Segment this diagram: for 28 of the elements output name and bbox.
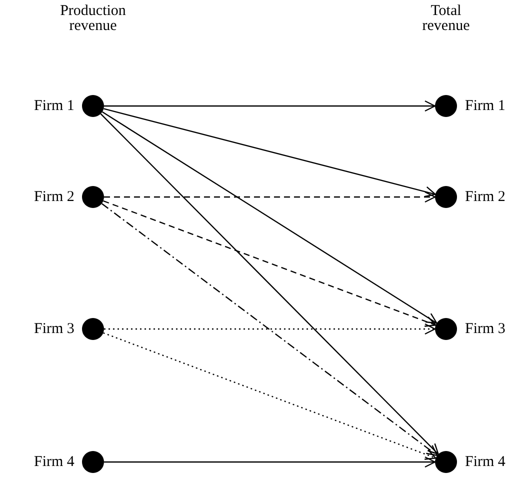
arrow <box>103 332 436 460</box>
firm-label: Firm 4 <box>34 453 74 471</box>
node-dot <box>82 318 104 340</box>
arrow <box>104 191 436 203</box>
arrow <box>104 456 436 468</box>
arrow <box>101 203 438 456</box>
firm-label: Firm 3 <box>34 320 74 338</box>
node-dot <box>82 451 104 473</box>
column-heading: Total revenue <box>421 4 471 34</box>
arrow <box>103 200 436 327</box>
arrow <box>104 323 436 335</box>
arrow <box>100 113 439 455</box>
node-dot <box>82 186 104 208</box>
firm-label: Firm 3 <box>465 320 506 338</box>
firm-label: Firm 1 <box>34 97 74 115</box>
firm-label: Firm 4 <box>465 453 506 471</box>
node-dot <box>435 318 457 340</box>
arrow <box>102 111 438 324</box>
firm-label: Firm 1 <box>465 97 506 115</box>
arrow <box>104 108 436 198</box>
arrow <box>104 100 436 112</box>
column-heading: Production revenue <box>59 4 127 34</box>
node-dot <box>82 95 104 117</box>
node-dot <box>435 451 457 473</box>
node-dot <box>435 95 457 117</box>
firm-label: Firm 2 <box>34 188 74 206</box>
firm-label: Firm 2 <box>465 188 506 206</box>
node-dot <box>435 186 457 208</box>
